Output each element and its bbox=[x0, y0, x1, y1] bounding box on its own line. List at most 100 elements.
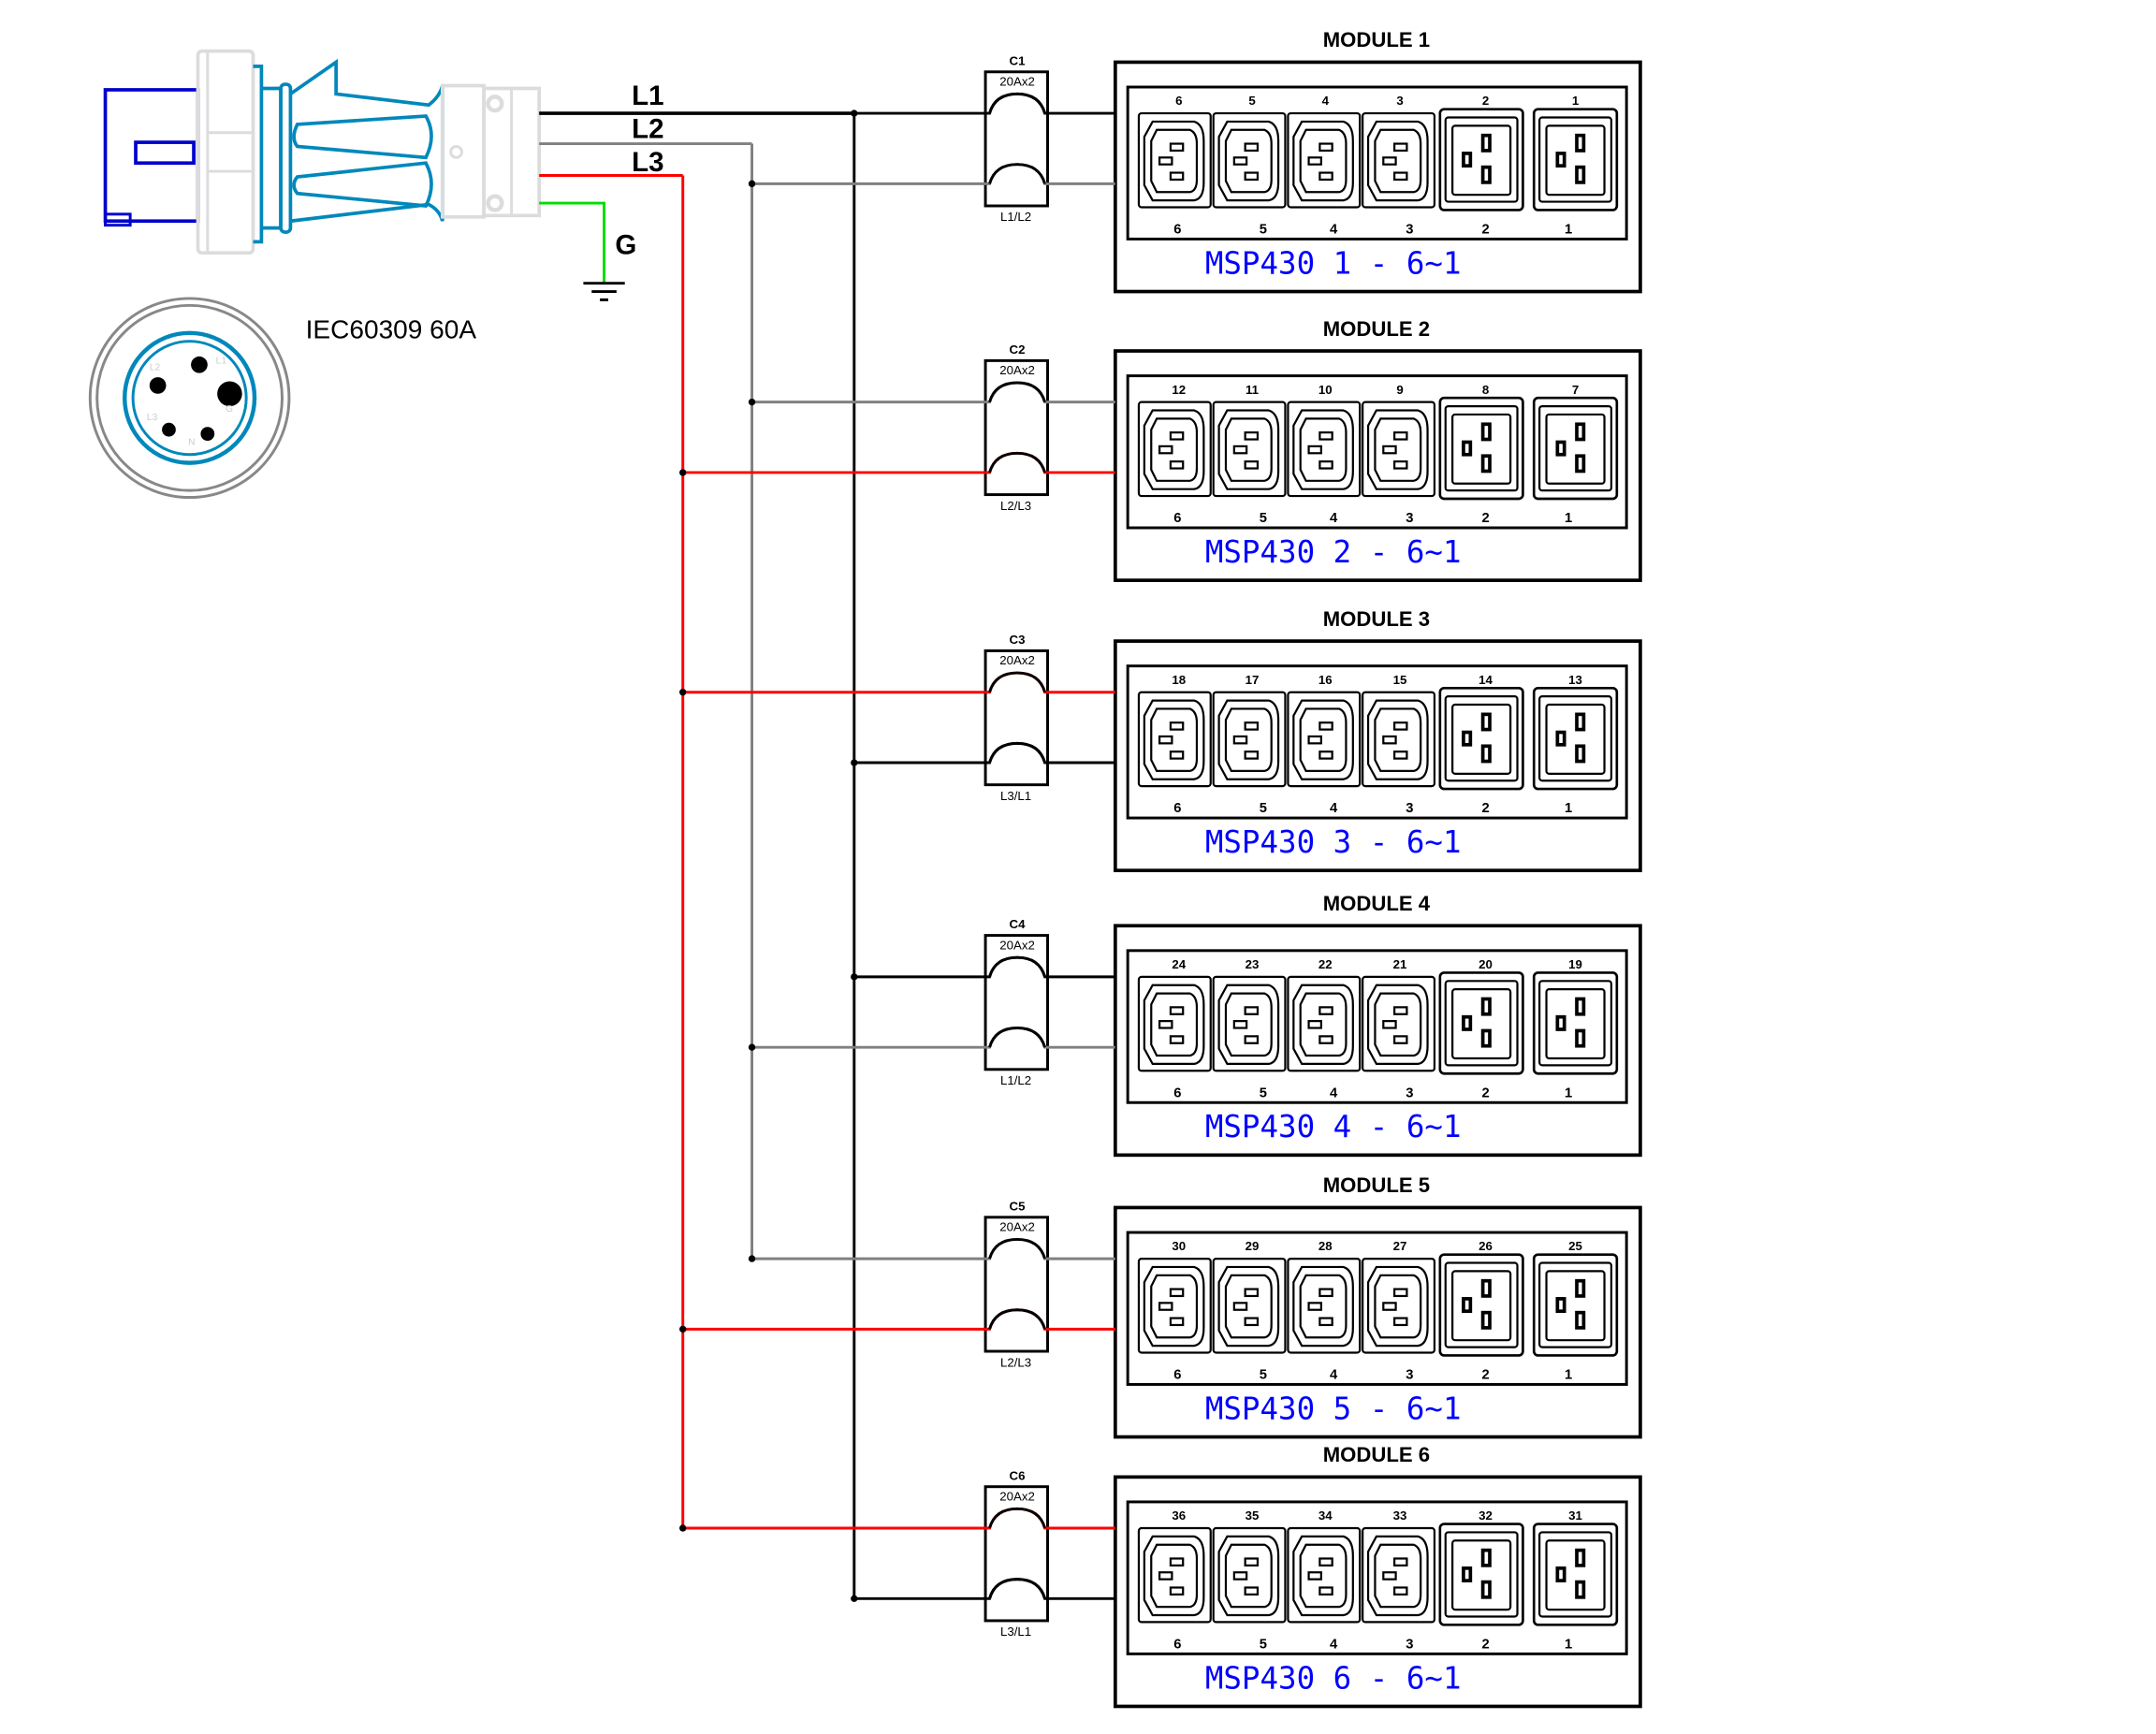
c19-inner bbox=[1545, 703, 1606, 775]
c19-pin bbox=[1555, 1566, 1566, 1582]
c13-inner bbox=[1299, 1274, 1348, 1339]
c13-pin bbox=[1169, 1586, 1185, 1596]
c13-pin bbox=[1393, 1006, 1408, 1015]
c13-pin bbox=[1318, 721, 1333, 731]
outlet-position: 4 bbox=[1330, 223, 1338, 238]
outlet-position: 6 bbox=[1173, 1086, 1181, 1100]
c19-pin bbox=[1575, 997, 1586, 1016]
c13-inner bbox=[1299, 128, 1348, 194]
c19-pin bbox=[1575, 712, 1586, 732]
c13-pin bbox=[1169, 1317, 1185, 1327]
outlet-number: 12 bbox=[1172, 383, 1186, 397]
c13-pin bbox=[1158, 156, 1173, 166]
outlet-number: 24 bbox=[1172, 957, 1186, 971]
c19-pin bbox=[1575, 422, 1586, 442]
c13-pin bbox=[1307, 1302, 1322, 1311]
c13-inner bbox=[1224, 1543, 1273, 1609]
c13-pin bbox=[1318, 1035, 1333, 1044]
junction-dot bbox=[851, 1595, 858, 1602]
c19-outline bbox=[1444, 1261, 1519, 1348]
c13-outlet-icon bbox=[1362, 975, 1436, 1072]
outlet-position: 6 bbox=[1173, 223, 1181, 238]
c13-outlet-icon bbox=[1287, 1526, 1362, 1624]
outlet-position: 6 bbox=[1173, 511, 1181, 526]
c13-pin bbox=[1169, 1035, 1185, 1044]
module-label: MSP430 2 - 6~1 bbox=[1205, 534, 1462, 570]
ground-icon bbox=[583, 282, 625, 301]
c13-outline bbox=[1217, 120, 1280, 202]
outlet-number: 25 bbox=[1568, 1239, 1582, 1253]
breaker-name: C6 bbox=[1010, 1468, 1026, 1482]
c19-frame bbox=[1438, 108, 1524, 211]
c13-frame bbox=[1137, 1257, 1212, 1354]
c13-pin bbox=[1393, 721, 1408, 731]
module-label: MSP430 3 - 6~1 bbox=[1205, 824, 1462, 860]
c13-frame bbox=[1287, 111, 1362, 209]
c19-frame bbox=[1532, 108, 1619, 211]
c19-outline bbox=[1538, 404, 1613, 492]
c13-pin bbox=[1318, 142, 1333, 153]
c13-outline bbox=[1217, 699, 1280, 780]
c13-pin bbox=[1158, 735, 1173, 745]
c13-inner bbox=[1374, 1274, 1422, 1339]
c13-pin bbox=[1393, 1317, 1408, 1327]
c19-frame bbox=[1438, 686, 1524, 791]
junction-dot bbox=[679, 469, 687, 476]
junction-dot bbox=[851, 973, 858, 981]
outlet-position: 3 bbox=[1406, 1637, 1413, 1652]
c19-inner bbox=[1451, 124, 1512, 197]
c13-pin bbox=[1382, 1020, 1397, 1029]
c19-outline bbox=[1538, 695, 1613, 782]
breaker-icon bbox=[983, 1216, 1049, 1353]
c13-pin bbox=[1307, 735, 1322, 745]
c13-pin bbox=[1158, 1302, 1173, 1311]
breaker-contact-icon bbox=[988, 1237, 1046, 1260]
outlet-number: 9 bbox=[1396, 383, 1403, 397]
breaker-contact-icon bbox=[988, 1027, 1046, 1048]
c13-outline bbox=[1292, 984, 1354, 1066]
module-frame bbox=[1114, 924, 1642, 1158]
breaker-phase-label: L3/L1 bbox=[1000, 1625, 1031, 1639]
c13-pin bbox=[1382, 735, 1397, 745]
c13-frame bbox=[1287, 1526, 1362, 1624]
c13-pin bbox=[1382, 1571, 1397, 1581]
outlet-number: 8 bbox=[1482, 383, 1489, 397]
c19-pin bbox=[1575, 454, 1586, 474]
outlet-number: 30 bbox=[1172, 1239, 1186, 1253]
c13-outlet-icon bbox=[1137, 1526, 1212, 1624]
c13-frame bbox=[1362, 975, 1436, 1072]
c19-pin bbox=[1480, 165, 1492, 184]
outlet-number: 15 bbox=[1393, 673, 1407, 687]
junction-dot bbox=[679, 1325, 687, 1333]
c13-pin bbox=[1244, 1557, 1260, 1566]
junction-dot bbox=[748, 1255, 756, 1262]
c19-pin bbox=[1555, 1297, 1566, 1314]
c13-outline bbox=[1366, 120, 1429, 202]
c13-frame bbox=[1212, 111, 1287, 209]
outlet-number: 21 bbox=[1393, 957, 1407, 971]
c13-outlet-icon bbox=[1212, 1526, 1287, 1624]
c13-frame bbox=[1137, 401, 1212, 498]
c13-frame bbox=[1362, 401, 1436, 498]
c13-frame bbox=[1362, 1526, 1436, 1624]
pin-label: L2 bbox=[150, 363, 161, 373]
breaker-icon bbox=[983, 934, 1049, 1071]
c19-pin bbox=[1555, 1014, 1566, 1031]
c13-outlet-icon bbox=[1212, 1257, 1287, 1354]
c13-outlet-icon bbox=[1362, 1257, 1436, 1354]
c13-frame bbox=[1362, 691, 1436, 788]
c13-pin bbox=[1307, 1571, 1322, 1581]
c13-pin bbox=[1393, 1557, 1408, 1566]
c19-pin bbox=[1575, 133, 1586, 153]
outlet-number: 17 bbox=[1246, 673, 1260, 687]
c13-outlet-icon bbox=[1212, 401, 1287, 498]
c13-outline bbox=[1143, 699, 1205, 780]
c13-pin bbox=[1307, 444, 1322, 455]
c19-frame bbox=[1532, 396, 1619, 501]
c13-pin bbox=[1158, 1571, 1173, 1581]
junction-dot bbox=[679, 1524, 687, 1532]
c13-outlet-icon bbox=[1287, 975, 1362, 1072]
outlet-position: 1 bbox=[1565, 223, 1572, 238]
